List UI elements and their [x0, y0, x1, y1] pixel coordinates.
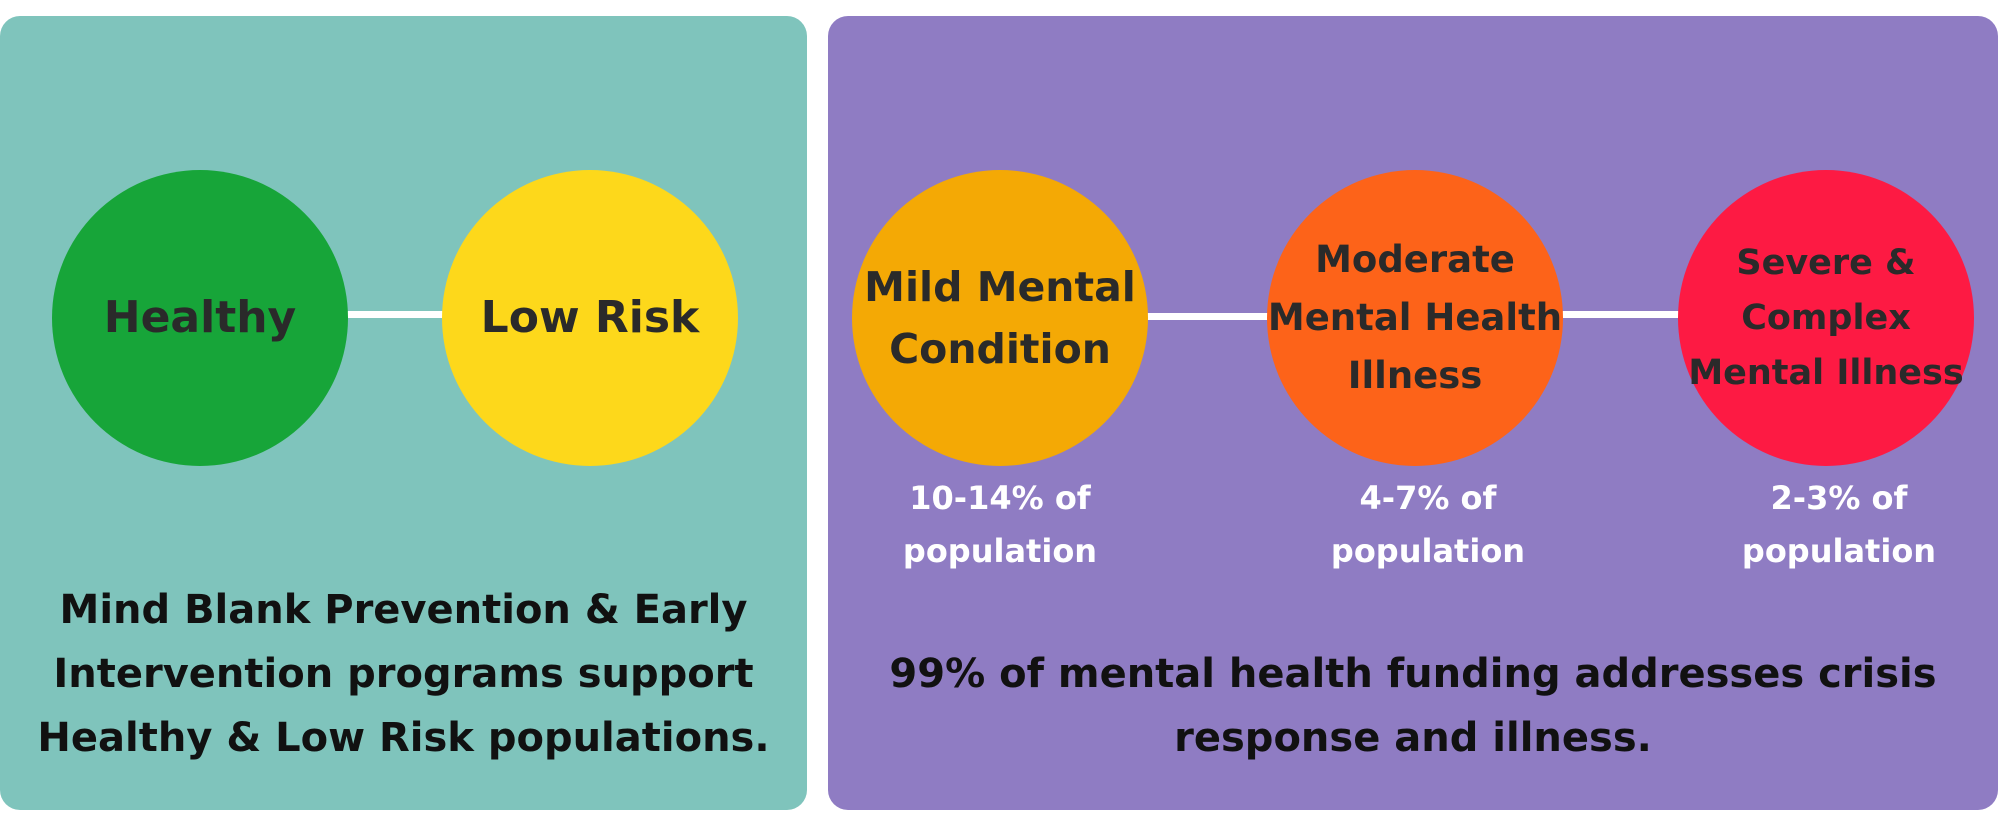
connector-mild-moderate	[1140, 313, 1275, 320]
stage-low-risk: Low Risk	[442, 170, 738, 466]
stage-low-risk-label: Low Risk	[480, 292, 700, 343]
stage-healthy: Healthy	[52, 170, 348, 466]
connector-moderate-severe	[1560, 311, 1685, 318]
stat-mild-population: 10-14% of population	[902, 479, 1098, 570]
stat-severe-population: 2-3% of population	[1741, 479, 1937, 570]
stage-mild-condition: Mild Mental Condition	[852, 170, 1148, 466]
funding-caption: 99% of mental health funding addresses c…	[889, 651, 1937, 761]
stage-moderate-illness-label: Moderate Mental Health Illness	[1267, 238, 1563, 397]
stage-healthy-label: Healthy	[103, 292, 297, 343]
stage-moderate-illness: Moderate Mental Health Illness	[1267, 170, 1563, 466]
stage-mild-condition-label: Mild Mental Condition	[864, 263, 1136, 373]
prevention-caption: Mind Blank Prevention & Early Interventi…	[37, 587, 770, 761]
stat-moderate-population: 4-7% of population	[1330, 479, 1526, 570]
connector-healthy-lowrisk	[345, 311, 445, 318]
stage-severe-illness-label: Severe & Complex Mental Illness	[1688, 242, 1964, 393]
stage-severe-illness: Severe & Complex Mental Illness	[1678, 170, 1974, 466]
